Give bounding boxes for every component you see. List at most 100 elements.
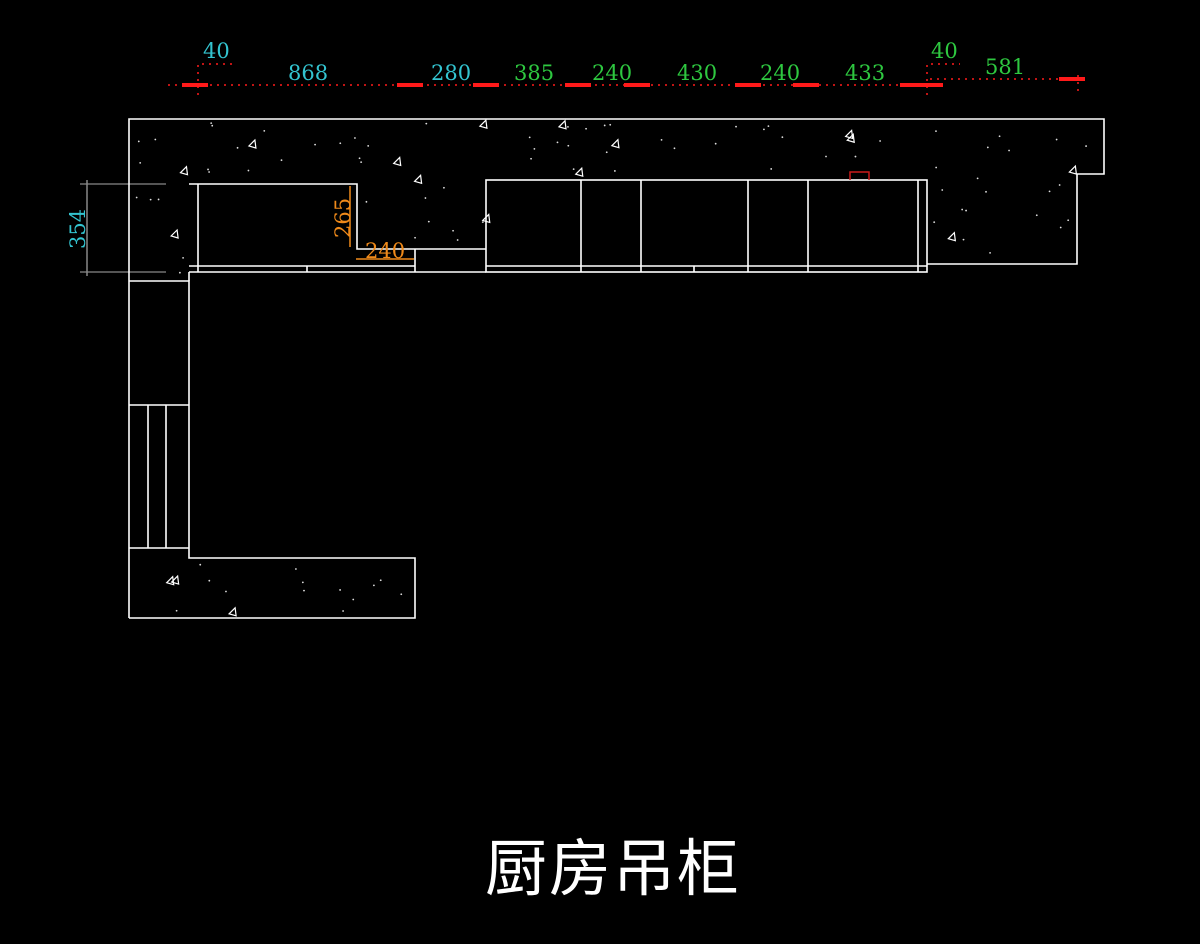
- hatch-dot: [301, 581, 304, 584]
- hatch-dot: [280, 159, 283, 162]
- hatch-triangle: [844, 129, 854, 140]
- hatch-triangle: [557, 119, 567, 130]
- hatch-triangle: [392, 156, 402, 167]
- hatch-dot: [660, 138, 663, 141]
- dim-text: 581: [985, 55, 1025, 79]
- hatch-dot: [175, 609, 178, 612]
- hatch-dot: [400, 593, 403, 596]
- hatch-dot: [211, 124, 214, 127]
- hatch-dot: [825, 155, 827, 158]
- cabinet-run-top: [485, 171, 928, 273]
- hatch-dot: [443, 186, 445, 189]
- dimension-tick: [900, 83, 926, 87]
- hatch-dot: [199, 563, 202, 566]
- hatch-dot: [149, 198, 152, 201]
- hatch-triangle: [170, 574, 180, 585]
- hatch-dot: [208, 171, 210, 173]
- hatch-dot: [456, 239, 459, 241]
- hatch-dot: [303, 589, 305, 592]
- hatch-dot: [354, 137, 356, 139]
- outlet-marker: [849, 171, 870, 180]
- hatch-triangle: [169, 228, 179, 239]
- dim-text: 280: [431, 61, 471, 85]
- hatch-dot: [998, 135, 1001, 138]
- hatch-dot: [585, 127, 587, 130]
- hatch-dot: [372, 584, 375, 587]
- dim-text: 385: [514, 61, 554, 85]
- hatch-dot: [208, 579, 211, 582]
- hatch-dot: [1035, 214, 1038, 217]
- hatch-dot: [236, 146, 239, 149]
- hatch-dot: [339, 142, 342, 145]
- dim-text: 40: [203, 39, 230, 63]
- dim-text: 40: [931, 39, 958, 63]
- hatch-dot: [714, 142, 717, 145]
- hatch-triangle: [574, 166, 584, 178]
- hatch-triangle: [947, 231, 957, 242]
- hatch-dot: [339, 589, 341, 591]
- hatch-dot: [263, 129, 266, 132]
- hatch-dot: [1048, 190, 1051, 193]
- hatch-dot: [533, 147, 536, 150]
- hatch-triangle: [478, 118, 488, 129]
- hatch-dot: [154, 138, 157, 141]
- cabinet-left-column: [129, 404, 189, 549]
- hatch-dot: [770, 168, 773, 170]
- hatch-dot: [609, 123, 612, 126]
- dim-text: 240: [760, 61, 800, 85]
- hatch-dot: [157, 198, 160, 201]
- hatch-dot: [603, 124, 606, 127]
- cabinet-upper-left: [189, 183, 486, 273]
- dimension-tick: [624, 83, 650, 87]
- drawing-title: 厨房吊柜: [484, 832, 741, 905]
- hatch-dot: [989, 251, 991, 254]
- hatch-dot: [854, 155, 857, 158]
- hatch-dot: [962, 238, 965, 241]
- dimension-tick: [793, 83, 819, 87]
- hatch-dot: [358, 157, 361, 160]
- dimension-leader: [197, 63, 232, 95]
- hatch-dot: [295, 568, 297, 570]
- hatch-dot: [314, 143, 316, 146]
- hatch-dot: [481, 221, 484, 224]
- hatch-dot: [935, 166, 938, 169]
- dimension-tick: [735, 83, 761, 87]
- hatch-dot: [961, 208, 964, 211]
- left-dimension: 354: [66, 180, 166, 276]
- hatch-dot: [556, 141, 559, 144]
- dim-text: 240: [365, 239, 405, 263]
- hatch-dot: [781, 136, 784, 139]
- hatch-dot: [1059, 226, 1062, 229]
- dim-text: 240: [592, 61, 632, 85]
- hatch-triangle: [227, 606, 237, 617]
- dimension-tick: [473, 83, 499, 87]
- hatch-dot: [452, 229, 454, 232]
- hatch-dot: [976, 177, 979, 180]
- hatch-dot: [528, 136, 531, 139]
- dimension-tick: [397, 83, 423, 87]
- dim-text: 868: [288, 61, 328, 85]
- hatch-dot: [367, 145, 370, 147]
- top-dimension-chain: 40 868 280 385 240 430 240 433 40 581: [168, 39, 1085, 95]
- hatch-dot: [352, 598, 355, 601]
- hatch-dot: [1058, 184, 1061, 186]
- hatch-dot: [225, 590, 227, 593]
- hatch-dot: [342, 610, 344, 612]
- hatch-triangle: [610, 138, 620, 149]
- hatch-triangle: [1068, 164, 1078, 175]
- hatch-dot: [210, 122, 213, 125]
- hatch-dot: [572, 168, 575, 171]
- notch-dimension: 265 240: [331, 186, 414, 263]
- hatch-dot: [182, 256, 184, 259]
- hatch-dot: [1008, 149, 1010, 152]
- hatch-dot: [247, 169, 250, 172]
- hatch-dot: [379, 579, 382, 582]
- dimension-tick: [917, 83, 943, 87]
- hatch-dot: [1055, 138, 1058, 141]
- hatch-dot: [425, 122, 428, 125]
- hatch-dot: [427, 220, 430, 223]
- hatch-dot: [530, 157, 532, 160]
- dim-text: 354: [66, 209, 90, 249]
- hatch-dot: [986, 146, 989, 149]
- hatch-dot: [1085, 145, 1087, 147]
